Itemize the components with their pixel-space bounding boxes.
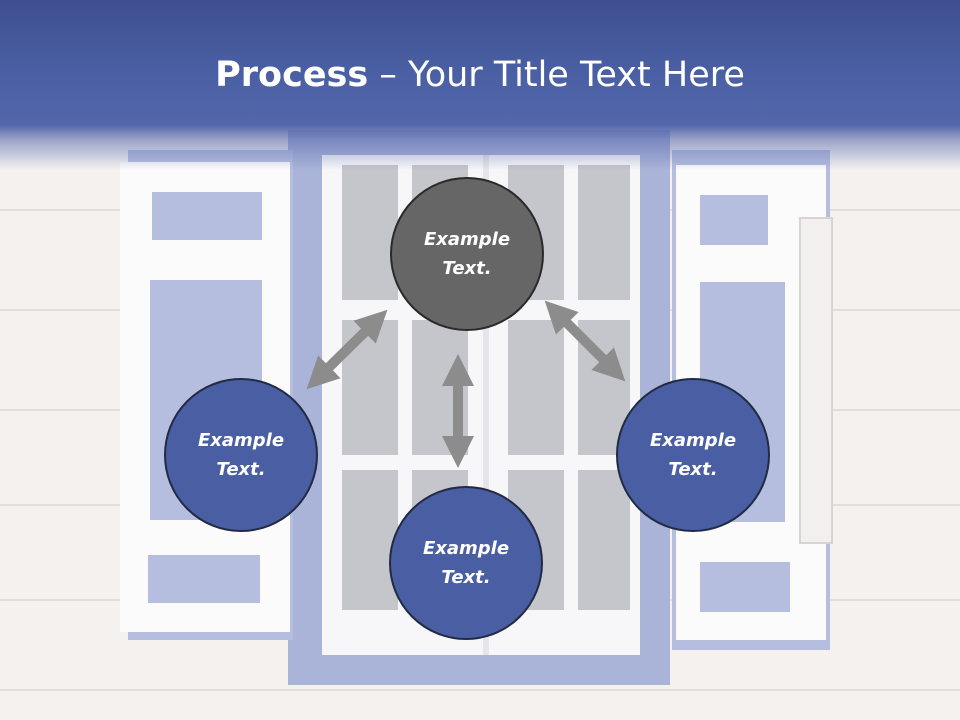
slide-title: Process – Your Title Text Here	[0, 52, 960, 98]
title-bar: Process – Your Title Text Here	[0, 0, 960, 170]
node-left: Example Text.	[164, 378, 318, 532]
title-separator: –	[368, 55, 408, 95]
arrow-top-right	[544, 300, 626, 382]
node-top: Example Text.	[390, 177, 544, 331]
title-bold: Process	[215, 55, 369, 95]
node-bottom: Example Text.	[389, 486, 543, 640]
arrow-left-top	[306, 309, 388, 390]
node-right: Example Text.	[616, 378, 770, 532]
title-rest: Your Title Text Here	[407, 55, 745, 95]
